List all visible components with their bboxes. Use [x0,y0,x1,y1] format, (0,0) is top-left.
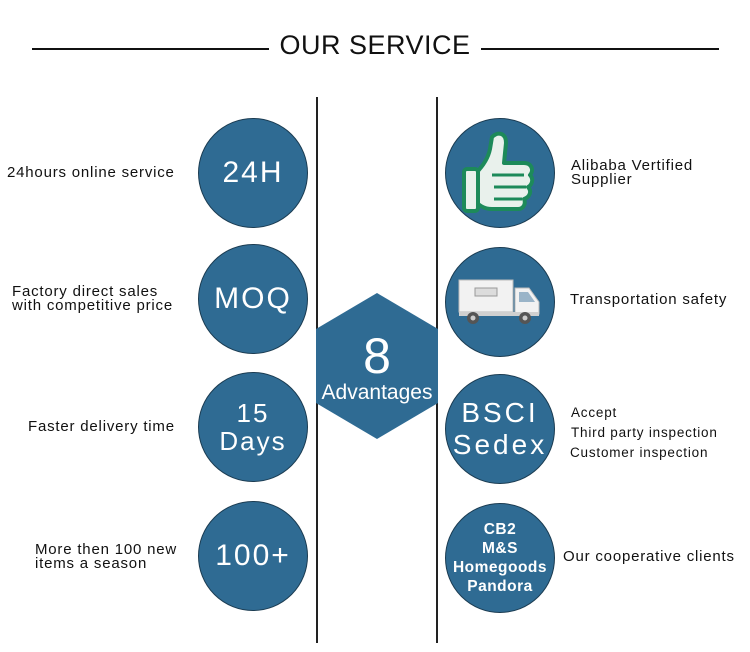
badge-clients: CB2 M&S Homegoods Pandora [445,503,555,613]
right-label-alibaba: Alibaba Vertified Supplier [571,157,694,188]
badge-truck [445,247,555,357]
page-title: OUR SERVICE [0,30,750,61]
advantages-number: 8 [363,328,391,384]
thumbs-up-icon [462,131,535,213]
right-label-clients: Our cooperative clients [563,548,735,565]
advantages-hexagon: 8 Advantages [316,293,438,439]
left-label-moq: Factory direct sales with competitive pr… [12,283,173,314]
badge-100-plus: 100+ [198,501,308,611]
badge-24h: 24H [198,118,308,228]
right-label-inspection: Accept Third party inspection Customer i… [570,405,718,460]
badge-bsci-sedex: BSCI Sedex [445,374,555,484]
badge-moq: MOQ [198,244,308,354]
badge-15-days: 15 Days [198,372,308,482]
advantages-label: Advantages [322,381,433,404]
left-label-delivery: Faster delivery time [28,418,175,435]
truck-icon [458,279,540,324]
badge-thumbs-up [445,118,555,228]
left-label-new-items: More then 100 new items a season [35,541,178,572]
right-label-transport: Transportation safety [570,291,728,308]
left-label-24h: 24hours online service [7,164,175,181]
title-rule-right [475,48,719,50]
title-rule-left [32,48,278,50]
